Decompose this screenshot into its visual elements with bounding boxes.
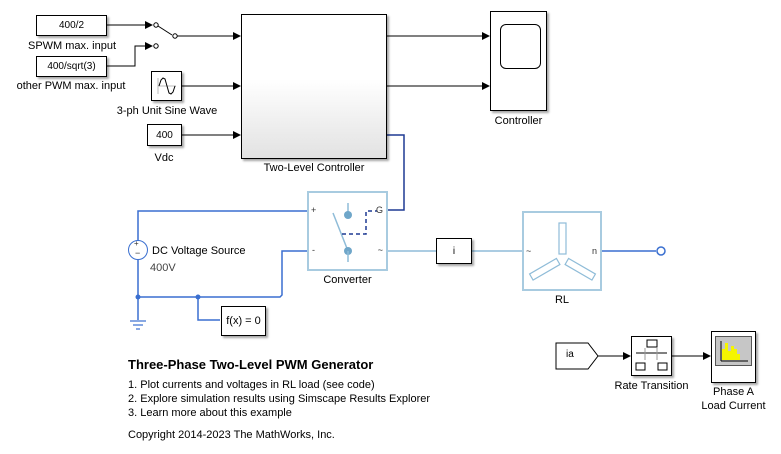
rate-transition-label: Rate Transition xyxy=(614,380,689,392)
converter-port-ac: ~ xyxy=(377,245,383,255)
star-load-icon xyxy=(528,222,597,281)
spwm-constant-value: 400/2 xyxy=(58,20,85,31)
converter-label: Converter xyxy=(323,274,372,286)
manual-switch[interactable] xyxy=(153,22,178,49)
sine-wave-icon xyxy=(157,77,176,95)
other-pwm-constant-value: 400/sqrt(3) xyxy=(47,61,96,72)
scope-display-icon xyxy=(715,336,752,366)
current-sensor-value: i xyxy=(452,245,456,257)
annotation-item-1[interactable]: 1. Plot currents and voltages in RL load… xyxy=(128,379,375,391)
spwm-constant-label: SPWM max. input xyxy=(27,40,117,52)
phase-a-scope-block[interactable] xyxy=(711,331,756,383)
controller-scope-label: Controller xyxy=(494,115,543,127)
dc-voltage-source-label: DC Voltage Source xyxy=(152,245,246,257)
phase-a-scope-label-line2: Load Current xyxy=(701,400,766,412)
from-block-ia[interactable] xyxy=(555,342,600,370)
rate-transition-icon xyxy=(635,339,668,371)
other-pwm-constant-block[interactable]: 400/sqrt(3) xyxy=(36,56,107,77)
wire-other-to-switch[interactable] xyxy=(107,42,153,67)
plus-sign-icon: + xyxy=(134,239,139,248)
converter-port-plus: + xyxy=(311,205,317,215)
rl-port-ac: ~ xyxy=(526,246,532,256)
minus-sign-icon: − xyxy=(135,248,141,258)
vdc-constant-label: Vdc xyxy=(154,152,174,164)
switch-icon xyxy=(332,203,377,262)
two-level-controller-label: Two-Level Controller xyxy=(263,162,365,174)
converter-port-gate: G xyxy=(375,205,383,215)
rl-load-label: RL xyxy=(554,294,570,306)
wire-dc-plus[interactable] xyxy=(137,210,307,242)
solver-configuration-block[interactable]: f(x) = 0 xyxy=(221,306,266,336)
annotation-item-3[interactable]: 3. Learn more about this example xyxy=(128,407,292,419)
neutral-port-icon[interactable] xyxy=(656,246,666,256)
scope-screen-icon xyxy=(500,24,541,69)
copyright-text: Copyright 2014-2023 The MathWorks, Inc. xyxy=(128,429,335,441)
controller-scope-block[interactable] xyxy=(490,11,547,111)
sine-wave-label: 3-ph Unit Sine Wave xyxy=(116,105,218,117)
solver-configuration-value: f(x) = 0 xyxy=(226,315,261,327)
current-sensor-block[interactable]: i xyxy=(436,238,472,264)
phase-a-scope-label-line1: Phase A xyxy=(713,386,754,398)
vdc-constant-value: 400 xyxy=(156,129,173,141)
annotation-item-2[interactable]: 2. Explore simulation results using Sims… xyxy=(128,393,431,405)
converter-block[interactable]: + - G ~ xyxy=(307,191,388,271)
from-block-ia-value: ia xyxy=(566,349,574,360)
rl-load-block[interactable]: ~ n xyxy=(522,211,602,291)
ground-icon xyxy=(130,320,146,330)
dc-voltage-source[interactable]: + − xyxy=(128,239,148,260)
vdc-constant-block[interactable]: 400 xyxy=(147,124,182,146)
two-level-controller-subsystem[interactable] xyxy=(241,14,387,159)
dc-voltage-source-value: 400V xyxy=(150,262,176,274)
wire-solver[interactable] xyxy=(197,297,220,321)
rate-transition-block[interactable] xyxy=(631,336,672,376)
spwm-constant-block[interactable]: 400/2 xyxy=(36,15,107,36)
other-pwm-constant-label: other PWM max. input xyxy=(16,80,126,92)
wire-dc-minus[interactable] xyxy=(137,250,307,298)
model-title: Three-Phase Two-Level PWM Generator xyxy=(128,357,374,372)
rl-port-neutral: n xyxy=(591,246,597,256)
converter-port-minus: - xyxy=(312,245,315,255)
sine-wave-block[interactable] xyxy=(151,71,182,101)
wire-gate[interactable] xyxy=(378,134,405,211)
